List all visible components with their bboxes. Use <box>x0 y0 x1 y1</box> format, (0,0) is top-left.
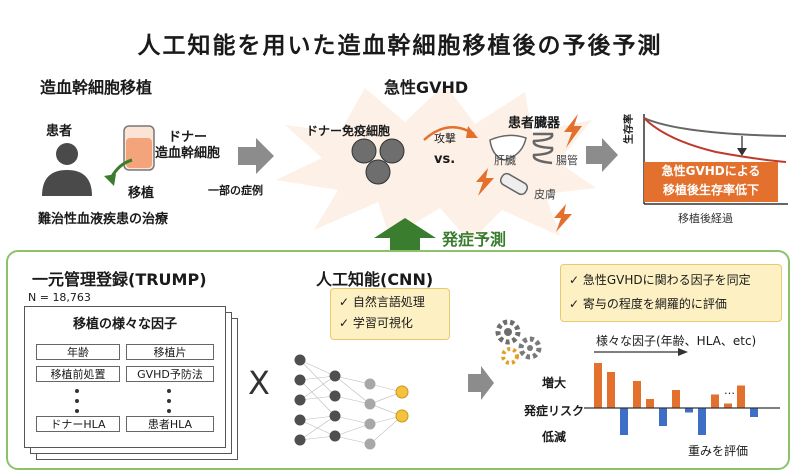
cross-symbol: X <box>248 364 270 402</box>
gvhd-burst-shape <box>276 84 596 242</box>
bar-series <box>594 363 758 435</box>
gvhd-header: 急性GVHD <box>384 78 469 97</box>
prediction-panel <box>6 250 790 470</box>
attack-label: 攻撃 <box>434 132 456 145</box>
vertical-ellipsis <box>75 389 79 413</box>
weights-bar-chart <box>584 363 780 435</box>
chart-callout: 急性GVHDによる 移植後生存率低下 <box>644 162 778 202</box>
gears-icon <box>495 319 542 365</box>
increase-label: 増大 <box>542 376 567 390</box>
weight-bar <box>620 408 628 435</box>
skin-label: 皮膚 <box>534 188 556 201</box>
chart-xlabel: 移植後経過 <box>678 212 733 225</box>
green-up-arrow-icon <box>374 218 436 250</box>
transplant-header: 造血幹細胞移植 <box>40 78 153 97</box>
weight-bar <box>737 385 745 408</box>
neural-network-diagram <box>294 354 409 450</box>
ai-header: 人工知能(CNN) <box>316 270 434 289</box>
ai-features-box: ✓ 自然言語処理 ✓ 学習可視化 <box>330 288 450 340</box>
factors-axis-label: 様々な因子(年齢、HLA、etc) <box>596 334 757 348</box>
factor-patient-hla: 患者HLA <box>126 416 214 432</box>
lightning-icon <box>554 204 572 232</box>
weight-bar <box>607 372 615 408</box>
axis-arrow-icon <box>594 348 688 356</box>
n-label: N = 18,763 <box>28 291 91 304</box>
decrease-label: 低減 <box>542 430 567 444</box>
arrow-right-icon <box>586 138 618 172</box>
patient-organs-label: 患者臓器 <box>508 116 561 131</box>
some-cases-label: 一部の症例 <box>208 184 263 197</box>
weight-bar <box>659 408 667 426</box>
page-title: 人工知能を用いた造血幹細胞移植後の予後予測 <box>137 33 663 59</box>
skin-bandage-icon <box>499 172 529 196</box>
trump-header: 一元管理登録(TRUMP) <box>32 270 207 289</box>
factor-gvhd-prophylaxis: GVHD予防法 <box>126 366 214 382</box>
intestine-icon <box>532 132 554 165</box>
factor-conditioning: 移植前処置 <box>36 366 120 382</box>
weight-bar <box>750 408 758 417</box>
factors-title: 移植の様々な因子 <box>72 317 177 332</box>
donor-immune-label: ドナー免疫細胞 <box>306 124 391 138</box>
weight-bar <box>685 408 693 413</box>
lightning-icon <box>564 114 582 148</box>
transplant-arrow-icon <box>104 158 133 186</box>
immune-cells-icon <box>351 138 405 185</box>
liver-label: 肝臓 <box>494 154 516 167</box>
chart-ylabel: 生存率 <box>624 114 635 144</box>
arrow-right-icon <box>468 366 494 400</box>
predict-label: 発症予測 <box>442 230 507 249</box>
vs-label: vs. <box>434 152 456 167</box>
weight-bar <box>646 399 654 408</box>
weight-bar <box>633 381 641 408</box>
weight-bar <box>594 363 602 408</box>
donor-label-1: ドナー <box>168 130 208 145</box>
weight-bar <box>711 394 719 408</box>
liver-icon <box>489 134 527 161</box>
attack-arrow-icon <box>423 126 478 141</box>
survival-chart <box>643 114 788 205</box>
arrow-right-icon <box>238 138 274 174</box>
intestine-label: 腸管 <box>556 154 578 167</box>
weight-bar <box>672 390 680 408</box>
patient-label: 患者 <box>46 124 73 139</box>
lightning-icon <box>476 168 494 196</box>
factor-donor-hla: ドナーHLA <box>36 416 120 432</box>
vertical-ellipsis <box>167 389 171 413</box>
factor-graft: 移植片 <box>126 344 214 360</box>
donor-label-2: 造血幹細胞 <box>155 146 221 161</box>
results-box: ✓ 急性GVHDに関わる因子を同定 ✓ 寄与の程度を網羅的に評価 <box>560 264 782 322</box>
patient-icon <box>42 143 92 196</box>
weight-bar <box>724 403 732 408</box>
evaluate-label: 重みを評価 <box>688 444 749 458</box>
transplant-label: 移植 <box>128 186 155 201</box>
weight-bar <box>698 408 706 435</box>
disease-label: 難治性血液疾患の治療 <box>38 212 169 227</box>
bar-ellipsis: … <box>724 384 735 397</box>
factor-age: 年齢 <box>36 344 120 360</box>
risk-label: 発症リスク <box>524 404 585 418</box>
